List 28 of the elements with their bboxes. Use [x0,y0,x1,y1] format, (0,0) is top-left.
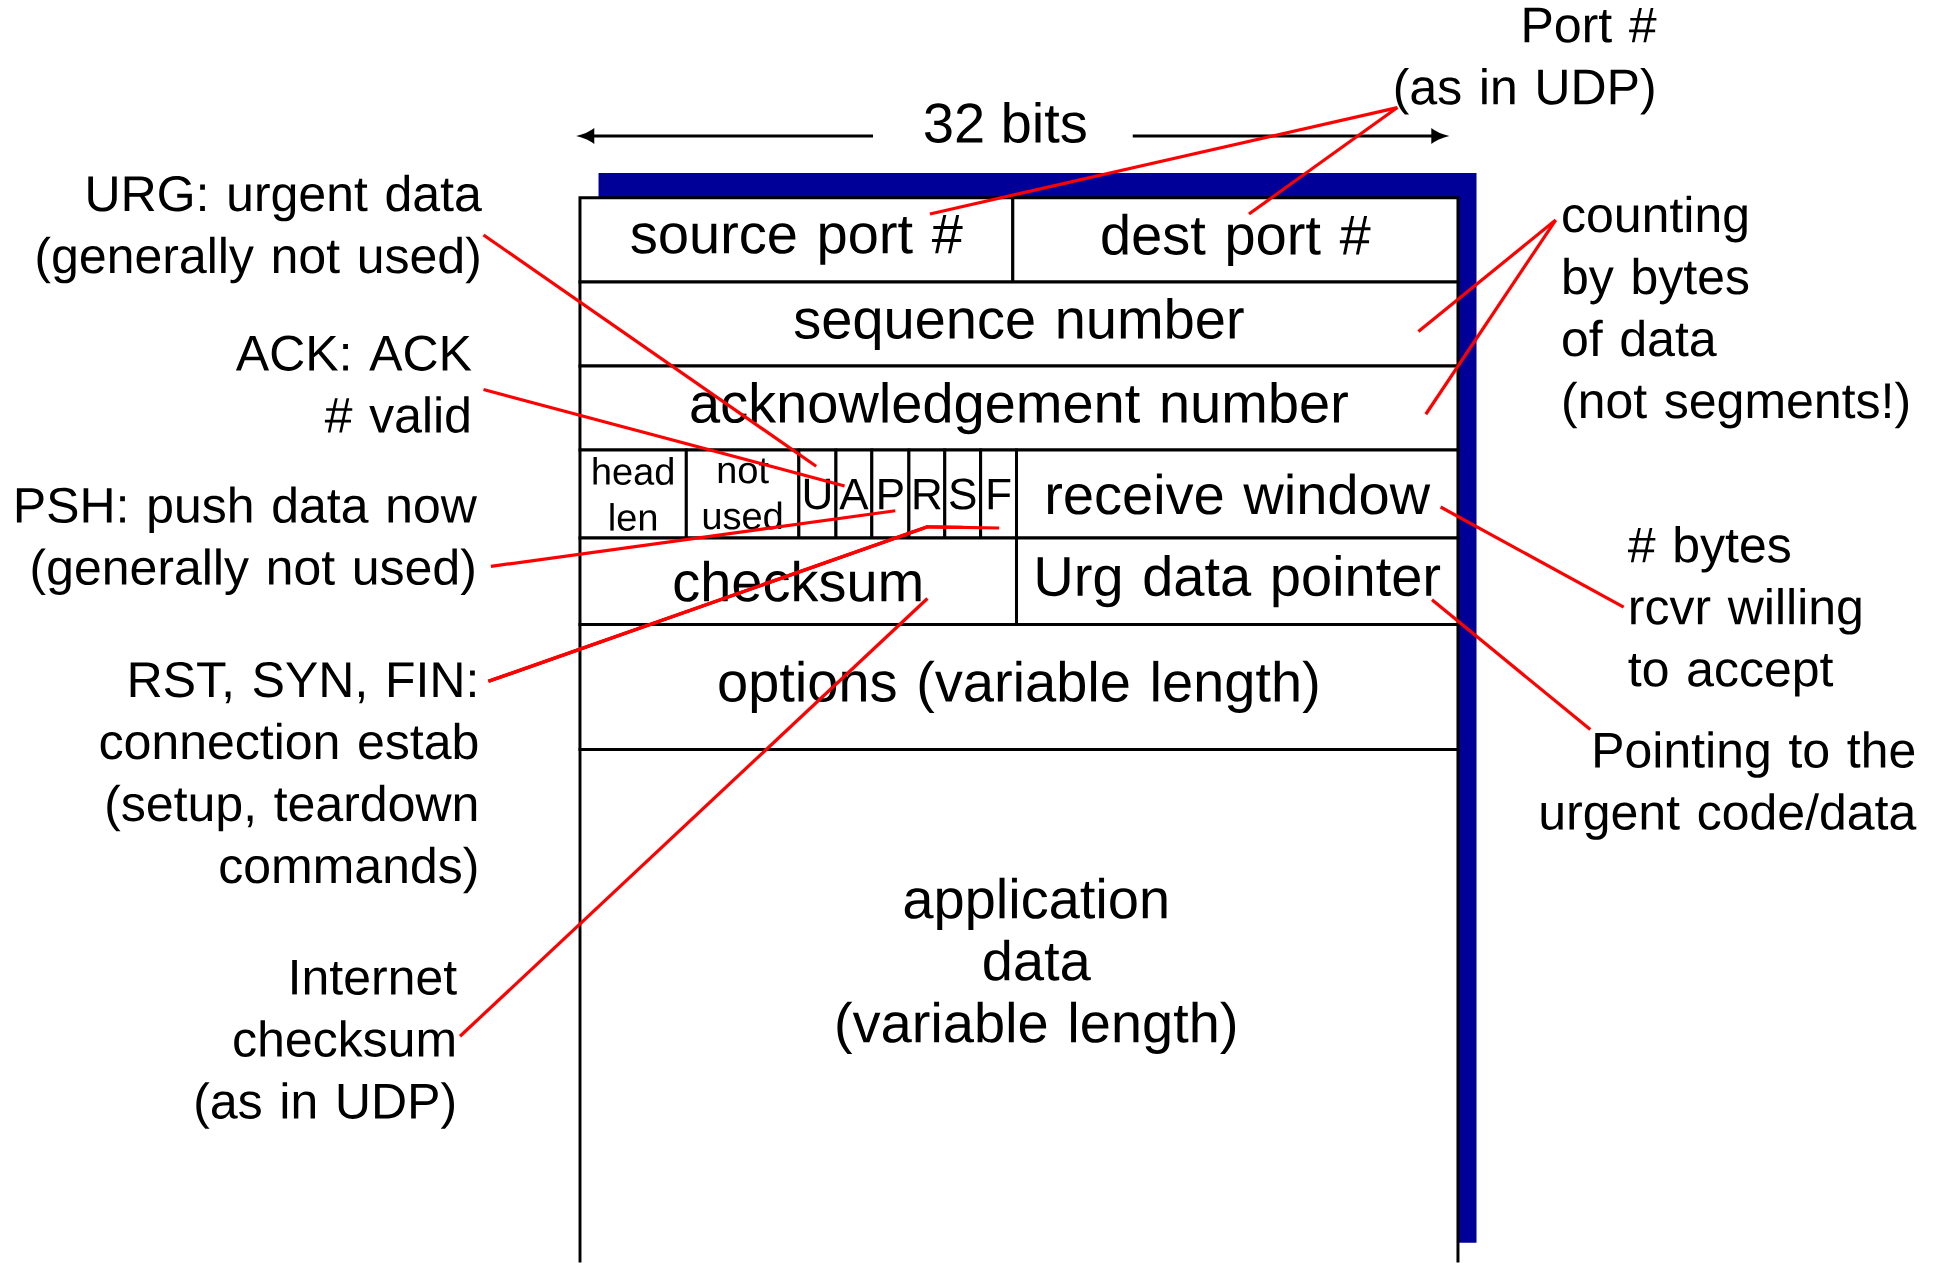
leader-line [1424,219,1557,416]
annotation-text: RST, SYN, FIN: connection estab (setup, teardown commands) [100,662,478,894]
annotation-text: Internet checksum (as in UDP) [196,960,457,1129]
flag-bit: F [979,448,1018,540]
annotation-text: # bytes rcvr willing to accept [1628,526,1861,697]
leader-line [482,233,818,468]
leader-line [458,597,929,1038]
annotation-text: ACK: ACK # valid [235,335,472,434]
leader-line [1430,598,1592,732]
leader-line [490,509,896,569]
annotation-text: Pointing to the urgent code/data [1541,731,1917,841]
header-field: dest port # [1011,196,1460,284]
annotation-text: URG: urgent data (generally not used) [37,175,482,284]
header-field: Urg data pointer [1015,536,1460,627]
leader-line [483,388,846,488]
dimension-label: 32 bits [925,102,1086,144]
flag-bit: S [943,448,983,540]
header-field: source port # [578,196,1015,284]
annotation-text: PSH: push data now (generally not used) [16,486,477,596]
flag-bit: A [834,448,874,540]
leader-line [1248,106,1399,216]
annotation-text: Port # (as in UDP) [1395,8,1657,115]
leader-line [929,106,1398,216]
annotation-text: counting by bytes of data (not segments!) [1563,196,1908,429]
header-field: head len [578,448,688,540]
flag-bit: P [870,448,911,540]
leader-line [1439,505,1625,609]
flag-bit: R [907,448,947,540]
